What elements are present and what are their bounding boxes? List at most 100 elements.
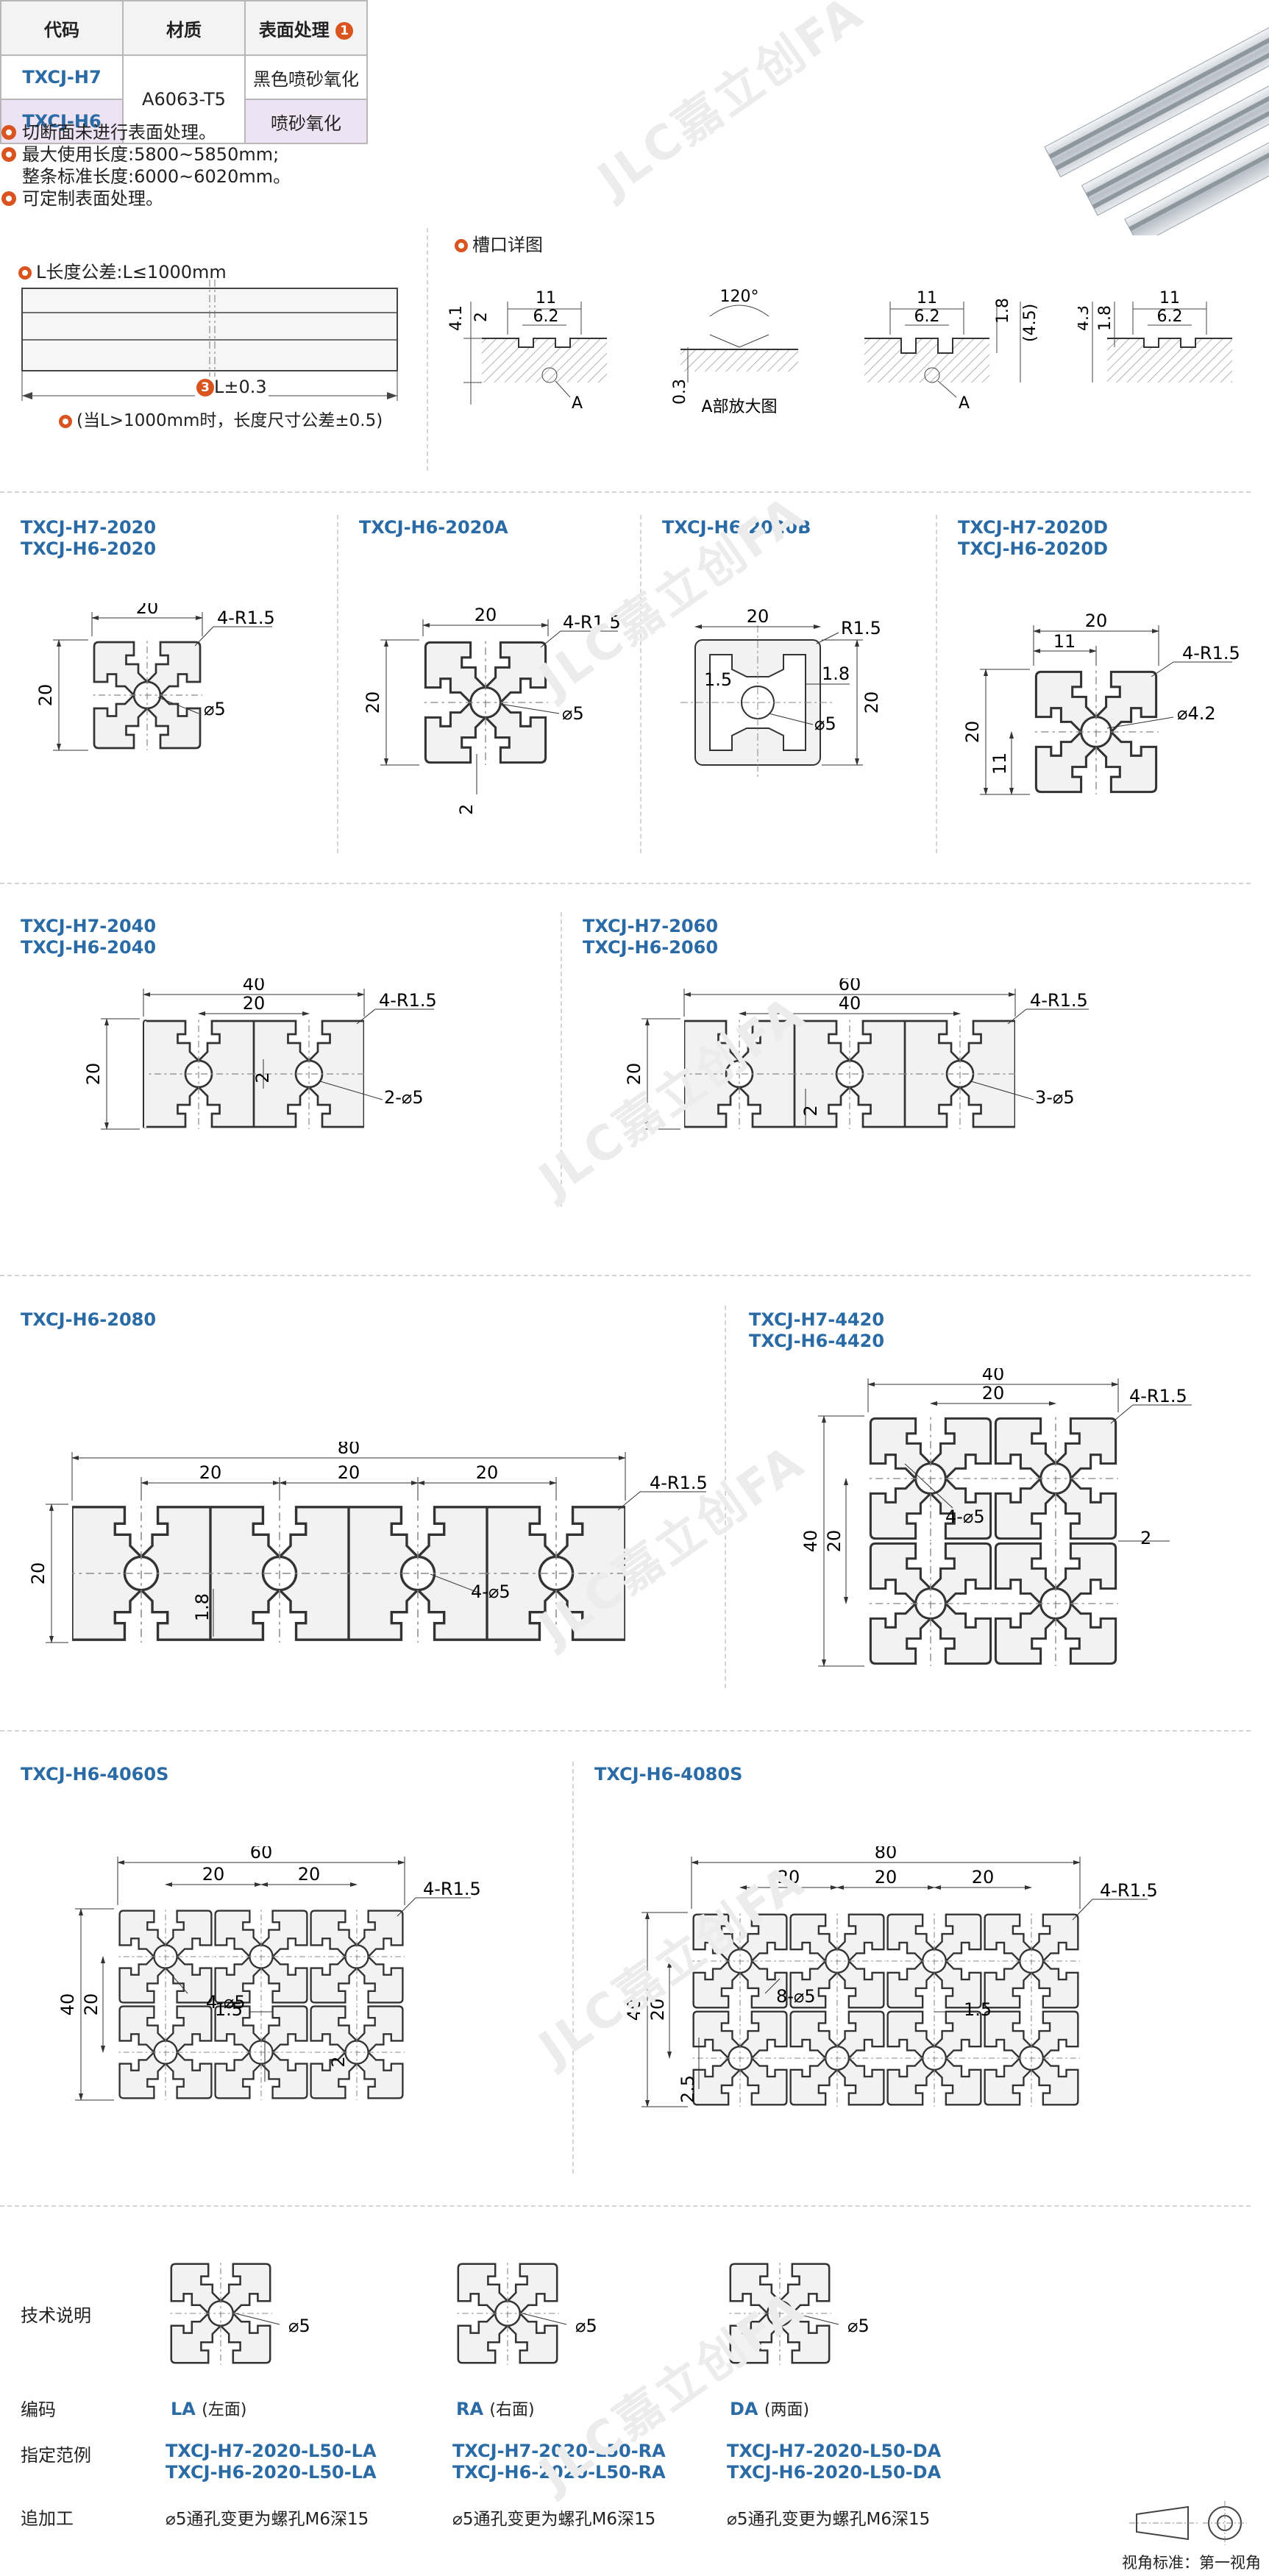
dim-label: 120° bbox=[720, 288, 759, 306]
dim-label: 4-R1.5 bbox=[1030, 990, 1088, 1011]
dim-label: 4-R1.5 bbox=[379, 990, 437, 1011]
dim-label: 80 bbox=[338, 1442, 360, 1458]
dim-label: 1.8 bbox=[1096, 305, 1115, 331]
dim-label: 20 bbox=[624, 1063, 644, 1086]
row-code: TXCJ-H7 bbox=[0, 54, 124, 100]
row-label-code: 编码 bbox=[21, 2399, 56, 2420]
dim-label: 20 bbox=[338, 1462, 360, 1483]
note-item: 整条标准长度:6000~6020mm。 bbox=[22, 166, 291, 187]
profile-2020b: 20 20 R1.5 1.5 1.8 ⌀5 bbox=[680, 606, 882, 780]
dim-label: ⌀4.2 bbox=[1177, 703, 1216, 724]
dim-label: 4-⌀5 bbox=[206, 1992, 246, 2013]
slot-detail-title: 槽口详图 bbox=[455, 230, 543, 256]
notes-list: 切断面未进行表面处理。 最大使用长度:5800~5850mm; 整条标准长度:6… bbox=[0, 121, 291, 210]
profile-4060s: 60 20 20 40 20 1.5 2 4-R1.5 4-⌀5 bbox=[57, 1846, 481, 2101]
dim-label: 40 bbox=[982, 1368, 1005, 1384]
dim-label: 4-R1.5 bbox=[563, 612, 621, 633]
processing-da: ⌀5通孔变更为螺孔M6深15 bbox=[727, 2510, 931, 2529]
profile-2020a: 20 20 4-R1.5 ⌀5 2 bbox=[363, 605, 621, 815]
slot-view-4: 11 6.2 4.3 1.8 bbox=[1078, 289, 1232, 383]
length-note: (当L>1000mm时，长度尺寸公差±0.5) bbox=[59, 406, 383, 431]
slot-view-2: 120° 0.3 A部放大图 bbox=[671, 288, 798, 416]
dim-label: 11 bbox=[1053, 631, 1076, 652]
profile-2080: 80 20 20 20 20 1.8 4-R1.5 4-⌀5 bbox=[29, 1442, 708, 1643]
dim-label: 20 bbox=[875, 1867, 897, 1887]
dim-label: 2 bbox=[328, 2056, 349, 2067]
dim-label: ⌀5 bbox=[204, 699, 226, 719]
slot-view-1: 11 6.2 4.1 2 A bbox=[447, 289, 607, 413]
profile-4080s: 80 20 20 20 40 20 1.5 2.5 4-R1.5 8-⌀5 bbox=[624, 1846, 1158, 2107]
profile-title: TXCJ-H6-4080S bbox=[594, 1764, 743, 1785]
row-label-example: 指定范例 bbox=[21, 2445, 91, 2466]
processing-la: ⌀5通孔变更为螺孔M6深15 bbox=[166, 2510, 369, 2529]
profile-2060: 60 40 20 2 4-R1.5 3-⌀5 bbox=[624, 978, 1089, 1130]
dim-label: R1.5 bbox=[841, 618, 881, 638]
profile-title: TXCJ-H6-4060S bbox=[21, 1764, 169, 1785]
dim-label: 20 bbox=[778, 1867, 800, 1887]
row-finish: 喷砂氧化 bbox=[244, 99, 368, 144]
view-standard: 视角标准：第一视角 bbox=[1122, 2554, 1261, 2572]
first-angle-icon bbox=[1129, 2501, 1247, 2545]
dim-label: 6.2 bbox=[914, 307, 940, 326]
dim-label: 2 bbox=[1140, 1528, 1151, 1548]
dim-label: 40 bbox=[624, 1999, 644, 2021]
dim-label: (4.5) bbox=[1021, 304, 1039, 342]
dim-label: 11 bbox=[1159, 289, 1180, 307]
profile-title: TXCJ-H6-2080 bbox=[21, 1309, 157, 1330]
dim-label: 2 bbox=[472, 312, 491, 322]
slot-detail-views: 11 6.2 4.1 2 A 120° 0.3 A部放大图 11 6.2 1.8… bbox=[445, 265, 1262, 441]
dim-label: 20 bbox=[982, 1383, 1005, 1403]
length-tolerance-drawing bbox=[21, 280, 398, 401]
dim-label: 2.5 bbox=[678, 2075, 698, 2103]
dim-label: 4-R1.5 bbox=[423, 1879, 481, 1899]
dim-label: 2 bbox=[800, 1105, 821, 1116]
dim-label: 1.5 bbox=[964, 1999, 992, 2020]
row-label-tech: 技术说明 bbox=[21, 2305, 91, 2326]
dim-label: 20 bbox=[298, 1864, 321, 1885]
profile-2040: 40 20 20 2 4-R1.5 2-⌀5 bbox=[83, 978, 437, 1130]
dim-label: 20 bbox=[474, 605, 497, 625]
dim-label: 6.2 bbox=[533, 307, 559, 326]
dim-label: 20 bbox=[747, 606, 769, 627]
dim-label: 20 bbox=[861, 691, 882, 714]
dim-label: 20 bbox=[202, 1864, 225, 1885]
dim-label: 20 bbox=[647, 1999, 668, 2021]
product-photo bbox=[1044, 22, 1269, 235]
callout-a: A bbox=[959, 394, 970, 413]
dim-label: 2 bbox=[252, 1072, 273, 1083]
row-material: A6063-T5 bbox=[122, 54, 246, 144]
dim-label: 4-⌀5 bbox=[945, 1506, 985, 1527]
watermark: JLC嘉立创FA bbox=[589, 0, 875, 208]
profile-2020: 20 20 4-R1.5 ⌀5 bbox=[35, 603, 275, 751]
dim-label: 20 bbox=[81, 1993, 102, 2016]
row-label-processing: 追加工 bbox=[21, 2508, 74, 2529]
dim-label: 20 bbox=[476, 1462, 499, 1483]
callout-a: A bbox=[572, 394, 583, 413]
dim-label: 40 bbox=[57, 1993, 78, 2016]
dim-label: 80 bbox=[875, 1846, 897, 1862]
dim-label: ⌀5 bbox=[562, 703, 584, 724]
dim-label: 4.1 bbox=[447, 305, 466, 331]
dim-label: 20 bbox=[824, 1530, 845, 1553]
dim-label: 40 bbox=[243, 978, 266, 995]
tech-drawing-da: ⌀5 bbox=[728, 2262, 870, 2365]
dim-label: 20 bbox=[83, 1063, 104, 1086]
dim-label: 40 bbox=[839, 993, 861, 1014]
dim-label: 11 bbox=[917, 289, 937, 307]
code-da: DA (两面) bbox=[730, 2399, 810, 2419]
dim-label: 20 bbox=[1085, 611, 1108, 631]
note-item: 切断面未进行表面处理。 bbox=[0, 121, 291, 143]
dim-label: 20 bbox=[972, 1867, 995, 1887]
slot-view-3: 11 6.2 1.8 (4.5) A bbox=[864, 289, 1039, 413]
tech-drawing-la: ⌀5 bbox=[169, 2262, 310, 2365]
note-item: 可定制表面处理。 bbox=[0, 188, 291, 210]
dim-label: 20 bbox=[199, 1462, 222, 1483]
header-material: 材质 bbox=[122, 0, 246, 56]
